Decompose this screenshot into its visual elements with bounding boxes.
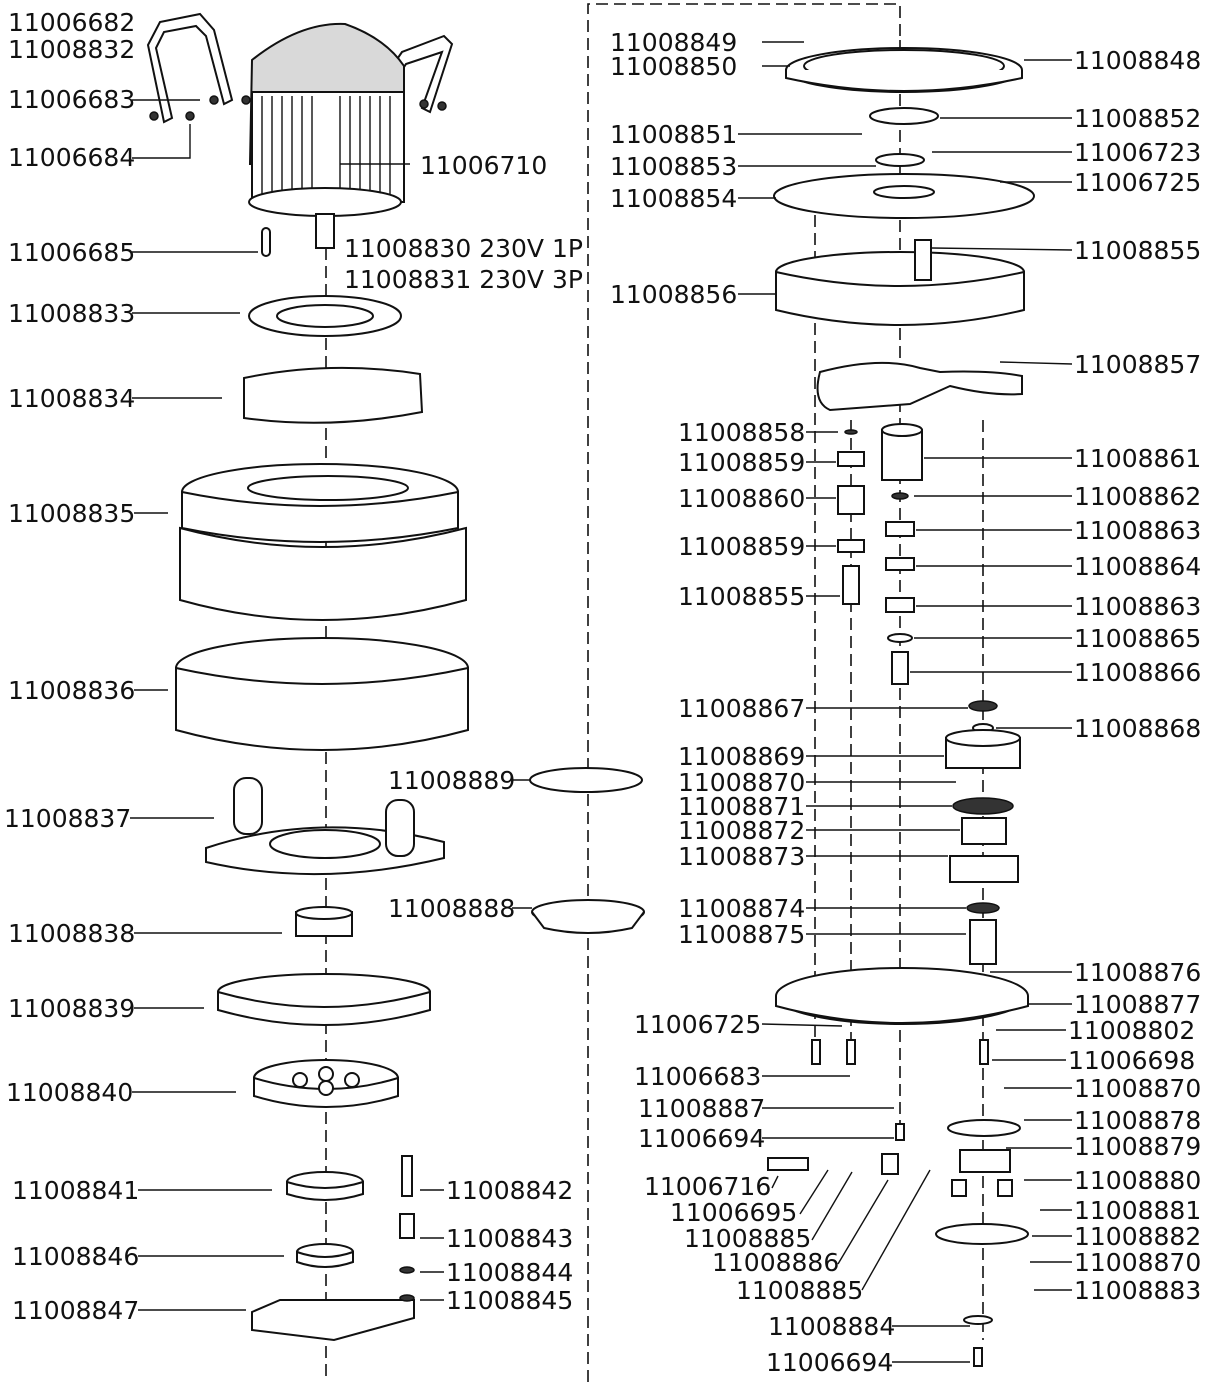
part-number-label: 11008879 [1074, 1132, 1201, 1161]
part-number-label: 11008835 [8, 499, 135, 528]
motor-assembly [146, 12, 454, 257]
part-number-label: 11008852 [1074, 104, 1201, 133]
right-part-labels: 11008849 11008850 11008848 11008852 1100… [610, 28, 1201, 1377]
part-number-label: 11008869 [678, 742, 805, 771]
part-number-label: 11008851 [610, 120, 737, 149]
part-number-label: 11008845 [446, 1286, 573, 1315]
part-number-label: 11008863 [1074, 516, 1201, 545]
part-number-label: 11008831 230V 3P [344, 265, 583, 294]
left-part-labels: 11006682 11008832 11006683 11006684 1100… [4, 8, 583, 1325]
part-number-label: 11006683 [8, 85, 135, 114]
part-number-label: 11006685 [8, 238, 135, 267]
part-number-label: 11008885 [736, 1276, 863, 1305]
part-number-label: 11008830 230V 1P [344, 234, 583, 263]
lower-housing-parts [175, 295, 645, 1342]
part-number-label: 11008849 [610, 28, 737, 57]
part-number-label: 11008870 [678, 768, 805, 797]
part-number-label: 11008883 [1074, 1276, 1201, 1305]
part-number-label: 11008864 [1074, 552, 1201, 581]
part-number-label: 11008841 [12, 1176, 139, 1205]
part-number-label: 11008861 [1074, 444, 1201, 473]
part-number-label: 11006725 [634, 1010, 761, 1039]
part-number-label: 11008854 [610, 184, 737, 213]
part-number-label: 11008863 [1074, 592, 1201, 621]
part-number-label: 11008842 [446, 1176, 573, 1205]
part-number-label: 11008836 [8, 676, 135, 705]
part-number-label: 11008857 [1074, 350, 1201, 379]
part-number-label: 11008889 [388, 766, 515, 795]
part-number-label: 11008872 [678, 816, 805, 845]
part-number-label: 11008856 [610, 280, 737, 309]
part-number-label: 11006694 [638, 1124, 765, 1153]
part-number-label: 11008859 [678, 448, 805, 477]
part-number-label: 11008862 [1074, 482, 1201, 511]
part-number-label: 11006694 [766, 1348, 893, 1377]
part-number-label: 11008853 [610, 152, 737, 181]
part-number-label: 11008878 [1074, 1106, 1201, 1135]
part-number-label: 11008802 [1068, 1016, 1195, 1045]
part-number-label: 11008855 [1074, 236, 1201, 265]
part-number-label: 11008843 [446, 1224, 573, 1253]
part-number-label: 11008867 [678, 694, 805, 723]
part-number-label: 11008888 [388, 894, 515, 923]
part-number-label: 11006683 [634, 1062, 761, 1091]
leader-lines [130, 41, 1073, 1363]
part-number-label: 11006716 [644, 1172, 771, 1201]
part-number-label: 11008865 [1074, 624, 1201, 653]
part-number-label: 11008838 [8, 919, 135, 948]
part-number-label: 11008880 [1074, 1166, 1201, 1195]
part-number-label: 11008876 [1074, 958, 1201, 987]
part-number-label: 11008837 [4, 804, 131, 833]
part-number-label: 11008882 [1074, 1222, 1201, 1251]
part-number-label: 11008874 [678, 894, 805, 923]
part-number-label: 11008866 [1074, 658, 1201, 687]
part-number-label: 11008859 [678, 532, 805, 561]
part-number-label: 11006695 [670, 1198, 797, 1227]
part-number-label: 11008846 [12, 1242, 139, 1271]
part-number-label: 11008858 [678, 418, 805, 447]
part-number-label: 11008839 [8, 994, 135, 1023]
part-number-label: 11008870 [1074, 1248, 1201, 1277]
part-number-label: 11008870 [1074, 1074, 1201, 1103]
part-number-label: 11008875 [678, 920, 805, 949]
part-number-label: 11006710 [420, 151, 547, 180]
part-number-label: 11008833 [8, 299, 135, 328]
part-number-label: 11006682 [8, 8, 135, 37]
part-number-label: 11008850 [610, 52, 737, 81]
part-number-label: 11006723 [1074, 138, 1201, 167]
part-number-label: 11008884 [768, 1312, 895, 1341]
part-number-label: 11008871 [678, 792, 805, 821]
part-number-label: 11008847 [12, 1296, 139, 1325]
part-number-label: 11008885 [684, 1224, 811, 1253]
part-number-label: 11008887 [638, 1094, 765, 1123]
part-number-label: 11008877 [1074, 990, 1201, 1019]
part-number-label: 11006725 [1074, 168, 1201, 197]
part-number-label: 11008860 [678, 484, 805, 513]
part-number-label: 11008873 [678, 842, 805, 871]
part-number-label: 11008868 [1074, 714, 1201, 743]
part-number-label: 11008832 [8, 35, 135, 64]
part-number-label: 11006684 [8, 143, 135, 172]
part-number-label: 11008844 [446, 1258, 573, 1287]
part-number-label: 11008834 [8, 384, 135, 413]
part-number-label: 11008848 [1074, 46, 1201, 75]
part-number-label: 11008855 [678, 582, 805, 611]
drive-head-assembly [767, 47, 1035, 1367]
part-number-label: 11008840 [6, 1078, 133, 1107]
part-number-label: 11008881 [1074, 1196, 1201, 1225]
part-number-label: 11006698 [1068, 1046, 1195, 1075]
part-number-label: 11008886 [712, 1248, 839, 1277]
